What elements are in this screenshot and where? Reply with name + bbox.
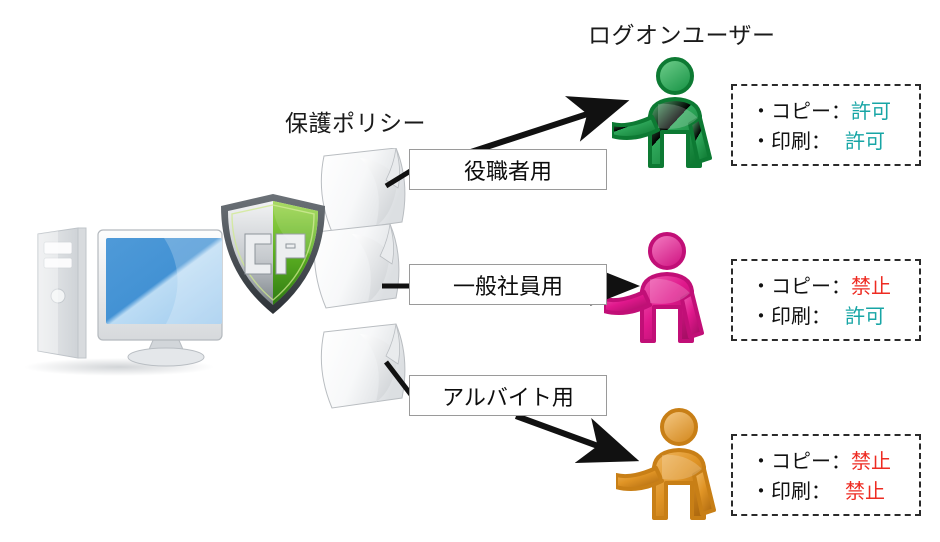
permission-label-print: ・印刷： — [751, 304, 831, 328]
permission-value-copy: 禁止 — [851, 449, 891, 473]
permission-row-print: ・印刷： 許可 — [751, 126, 919, 156]
permissions-box-part-timer: ・コピー： 禁止 ・印刷： 禁止 — [731, 434, 921, 516]
policy-label-box-part-timer[interactable]: アルバイト用 — [409, 375, 607, 416]
policy-label-text: 一般社員用 — [452, 274, 563, 300]
arrow-to-user-2 — [514, 413, 640, 464]
person-icon-general-employee — [602, 229, 724, 357]
permission-row-copy: ・コピー： 禁止 — [751, 446, 919, 476]
permission-row-print: ・印刷： 許可 — [751, 301, 919, 331]
permission-value-print: 禁止 — [845, 479, 885, 503]
permission-row-print: ・印刷： 禁止 — [751, 476, 919, 506]
policy-label-text: 役職者用 — [463, 159, 552, 185]
person-icon-manager — [610, 54, 732, 182]
permissions-box-general-employee: ・コピー： 禁止 ・印刷： 許可 — [731, 259, 921, 341]
permission-label-print: ・印刷： — [751, 129, 831, 153]
desktop-computer-icon — [14, 212, 224, 378]
permission-label-print: ・印刷： — [751, 479, 831, 503]
policy-label-text: アルバイト用 — [442, 385, 574, 411]
permission-value-print: 許可 — [845, 304, 885, 328]
document-page-icon-2 — [313, 223, 400, 309]
cp-shield-logo-icon — [212, 188, 334, 320]
permission-value-copy: 禁止 — [851, 274, 891, 298]
permission-label-copy: ・コピー： — [751, 449, 851, 473]
permission-label-copy: ・コピー： — [751, 274, 851, 298]
permission-row-copy: ・コピー： 許可 — [751, 96, 919, 126]
policy-documents-stack — [298, 147, 428, 414]
logon-users-title: ログオンユーザー — [588, 23, 776, 49]
permissions-box-manager: ・コピー： 許可 ・印刷： 許可 — [731, 84, 921, 166]
document-page-icon-3 — [320, 323, 406, 409]
protection-policy-title: 保護ポリシー — [285, 111, 426, 137]
permission-value-print: 許可 — [845, 129, 885, 153]
permission-label-copy: ・コピー： — [751, 99, 851, 123]
person-icon-part-timer — [614, 404, 736, 534]
policy-label-box-general-employee[interactable]: 一般社員用 — [409, 264, 607, 305]
permission-row-copy: ・コピー： 禁止 — [751, 271, 919, 301]
permission-value-copy: 許可 — [851, 99, 891, 123]
policy-label-box-manager[interactable]: 役職者用 — [409, 149, 607, 190]
